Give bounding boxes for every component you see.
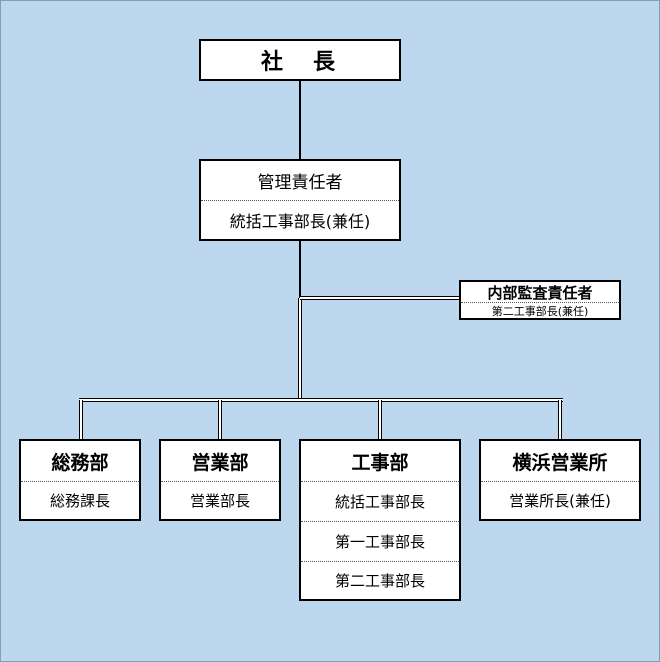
dept-eigyobu-row-1: 営業部長 (161, 481, 279, 519)
dept-somubu-title: 総務部 (51, 451, 109, 474)
connector-to-somubu (79, 400, 83, 440)
connector-department-bus (79, 398, 563, 402)
connector-to-eigyobu (218, 400, 222, 440)
internal-audit-sub: 第二工事部長(兼任) (461, 302, 619, 318)
dept-kojibu-row-3: 第二工事部長 (301, 561, 459, 599)
dept-yokohama-row-1: 営業所長(兼任) (481, 481, 639, 519)
dept-kojibu-row-2: 第一工事部長 (301, 521, 459, 561)
dept-yokohama-box: 横浜営業所 営業所長(兼任) (479, 439, 641, 521)
connector-trunk-double (298, 298, 302, 398)
president-title: 社 長 (260, 50, 339, 75)
dept-kojibu-row-1: 統括工事部長 (301, 481, 459, 521)
dept-somubu-row-1: 総務課長 (21, 481, 139, 519)
dept-kojibu-box: 工事部 統括工事部長 第一工事部長 第二工事部長 (299, 439, 461, 601)
connector-president-management (299, 80, 301, 160)
dept-eigyobu-box: 営業部 営業部長 (159, 439, 281, 521)
management-rep-box: 管理責任者 統括工事部長(兼任) (199, 159, 401, 241)
internal-audit-box: 内部監査責任者 第二工事部長(兼任) (459, 280, 621, 320)
dept-kojibu-title: 工事部 (351, 451, 409, 474)
connector-audit-branch (300, 296, 460, 300)
management-rep-sub: 統括工事部長(兼任) (201, 200, 399, 239)
dept-eigyobu-title: 営業部 (191, 451, 249, 474)
dept-somubu-box: 総務部 総務課長 (19, 439, 141, 521)
connector-to-kojibu (378, 400, 382, 440)
president-box: 社 長 (199, 39, 401, 81)
connector-management-trunk (299, 240, 301, 298)
internal-audit-title: 内部監査責任者 (487, 283, 593, 302)
management-rep-title: 管理責任者 (257, 173, 343, 193)
connector-to-yokohama (558, 400, 562, 440)
dept-yokohama-title: 横浜営業所 (512, 451, 608, 474)
